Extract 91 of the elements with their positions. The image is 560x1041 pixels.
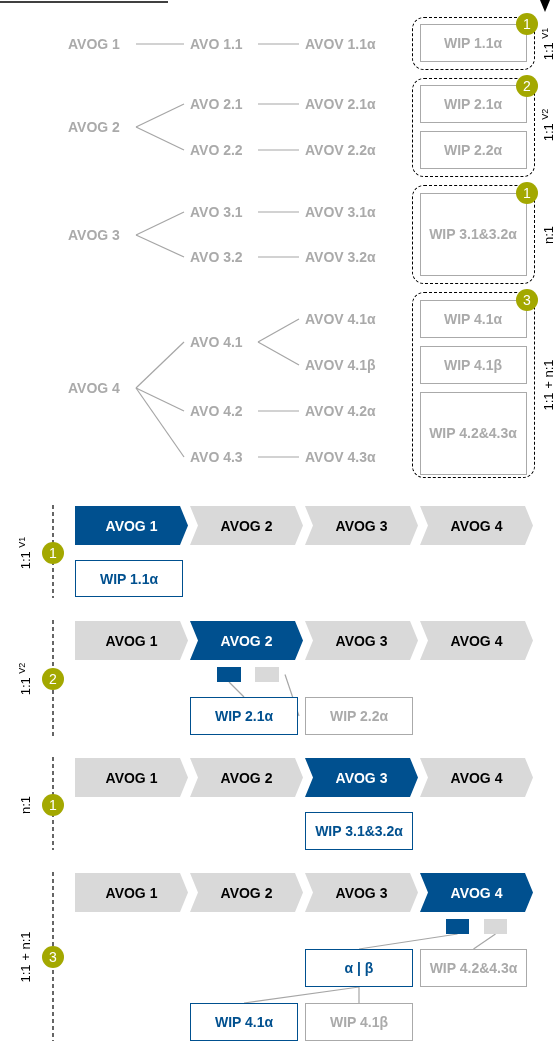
connector-line	[257, 211, 300, 213]
connector-line	[284, 673, 300, 717]
connector-line	[257, 43, 300, 45]
text-label: AVO 3.2	[190, 248, 252, 266]
process-step: AVOG 2	[190, 873, 303, 912]
process-step: AVOG 1	[75, 621, 188, 660]
work-item-box: WIP 4.1β	[419, 345, 527, 384]
marker-square	[217, 667, 241, 682]
process-step: AVOG 3	[305, 758, 418, 797]
work-item-box: WIP 2.2α	[305, 697, 413, 735]
dashed-group-frame	[412, 78, 535, 177]
text-label: AVOG 3	[68, 226, 130, 244]
process-step: AVOG 4	[420, 758, 533, 797]
ratio-label: 1:1 + n:1	[540, 359, 556, 411]
text-label: AVOV 4.1α	[305, 310, 395, 328]
work-item-box: WIP 3.1&3.2α	[305, 812, 413, 850]
process-step: AVOG 4	[420, 621, 533, 660]
process-step: AVOG 1	[75, 506, 188, 545]
text-label: AVOV 4.2α	[305, 402, 395, 420]
text-label: AVO 4.1	[190, 333, 252, 351]
text-label: AVOV 4.3α	[305, 448, 395, 466]
work-item-box: WIP 1.1α	[75, 560, 183, 597]
connector-line	[257, 318, 300, 343]
connector-line	[135, 234, 185, 258]
process-step: AVOG 4	[420, 506, 533, 545]
text-label: AVOG 4	[68, 379, 130, 397]
connector-line	[228, 681, 245, 698]
text-label: AVO 2.2	[190, 141, 252, 159]
dashed-group-frame	[412, 17, 535, 70]
text-label: AVO 3.1	[190, 203, 252, 221]
connector-line	[135, 126, 185, 151]
process-step: AVOG 1	[75, 758, 188, 797]
connector-line	[257, 149, 300, 151]
text-label: AVOG 2	[68, 118, 130, 136]
text-label: AVOV 1.1α	[305, 35, 395, 53]
work-item-box: WIP 2.1α	[190, 697, 298, 735]
text-label: AVO 4.3	[190, 448, 252, 466]
text-label: AVO 4.2	[190, 402, 252, 420]
connector-line	[257, 103, 300, 105]
connector-line	[257, 410, 300, 412]
text-label: AVOV 3.2α	[305, 248, 395, 266]
work-item-box: WIP 2.2α	[419, 130, 527, 169]
number-badge: 3	[42, 946, 64, 968]
process-step: AVOG 2	[190, 621, 303, 660]
marker-square	[484, 919, 507, 934]
connector-line	[135, 387, 185, 412]
marker-square	[255, 667, 279, 682]
process-step: AVOG 2	[190, 758, 303, 797]
text-label: AVOV 4.1β	[305, 356, 395, 374]
ratio-label: n:1	[17, 795, 33, 815]
number-badge: 3	[516, 289, 538, 311]
text-label: AVO 2.1	[190, 95, 252, 113]
marker-square	[446, 919, 469, 934]
text-label: AVOV 2.2α	[305, 141, 395, 159]
work-item-box: WIP 4.1α	[190, 1003, 298, 1041]
text-label: AVOG 1	[68, 35, 130, 53]
work-item-box: α | β	[305, 949, 413, 987]
connector-line	[472, 933, 497, 950]
connector-line	[358, 933, 459, 950]
connector-line	[135, 43, 185, 45]
connector-line	[358, 986, 360, 1004]
number-badge: 1	[42, 542, 64, 564]
number-badge: 1	[42, 794, 64, 816]
process-step: AVOG 3	[305, 873, 418, 912]
dashed-group-frame	[412, 292, 535, 478]
work-item-box: WIP 4.2&4.3α	[419, 391, 527, 475]
number-badge: 2	[42, 668, 64, 690]
ratio-label: 1:1 + n:1	[17, 931, 33, 983]
ratio-label: n:1	[540, 225, 556, 245]
process-step: AVOG 4	[420, 873, 533, 912]
number-badge: 1	[516, 182, 538, 204]
connector-line	[135, 103, 185, 128]
connector-line	[135, 211, 185, 236]
connector-line	[135, 341, 185, 389]
work-item-box: WIP 4.2&4.3α	[420, 949, 527, 987]
connector-line	[135, 387, 185, 458]
connector-line	[257, 456, 300, 458]
connector-line	[243, 986, 360, 1004]
number-badge: 1	[516, 13, 538, 35]
process-step: AVOG 2	[190, 506, 303, 545]
text-label: AVOV 3.1α	[305, 203, 395, 221]
process-step: AVOG 1	[75, 873, 188, 912]
dashed-group-frame	[412, 185, 535, 284]
text-label: AVO 1.1	[190, 35, 252, 53]
work-item-box: WIP 4.1β	[305, 1003, 413, 1041]
connector-line	[257, 256, 300, 258]
process-step: AVOG 3	[305, 621, 418, 660]
connector-line	[257, 341, 300, 366]
number-badge: 2	[516, 75, 538, 97]
text-label: AVOV 2.1α	[305, 95, 395, 113]
process-step: AVOG 3	[305, 506, 418, 545]
